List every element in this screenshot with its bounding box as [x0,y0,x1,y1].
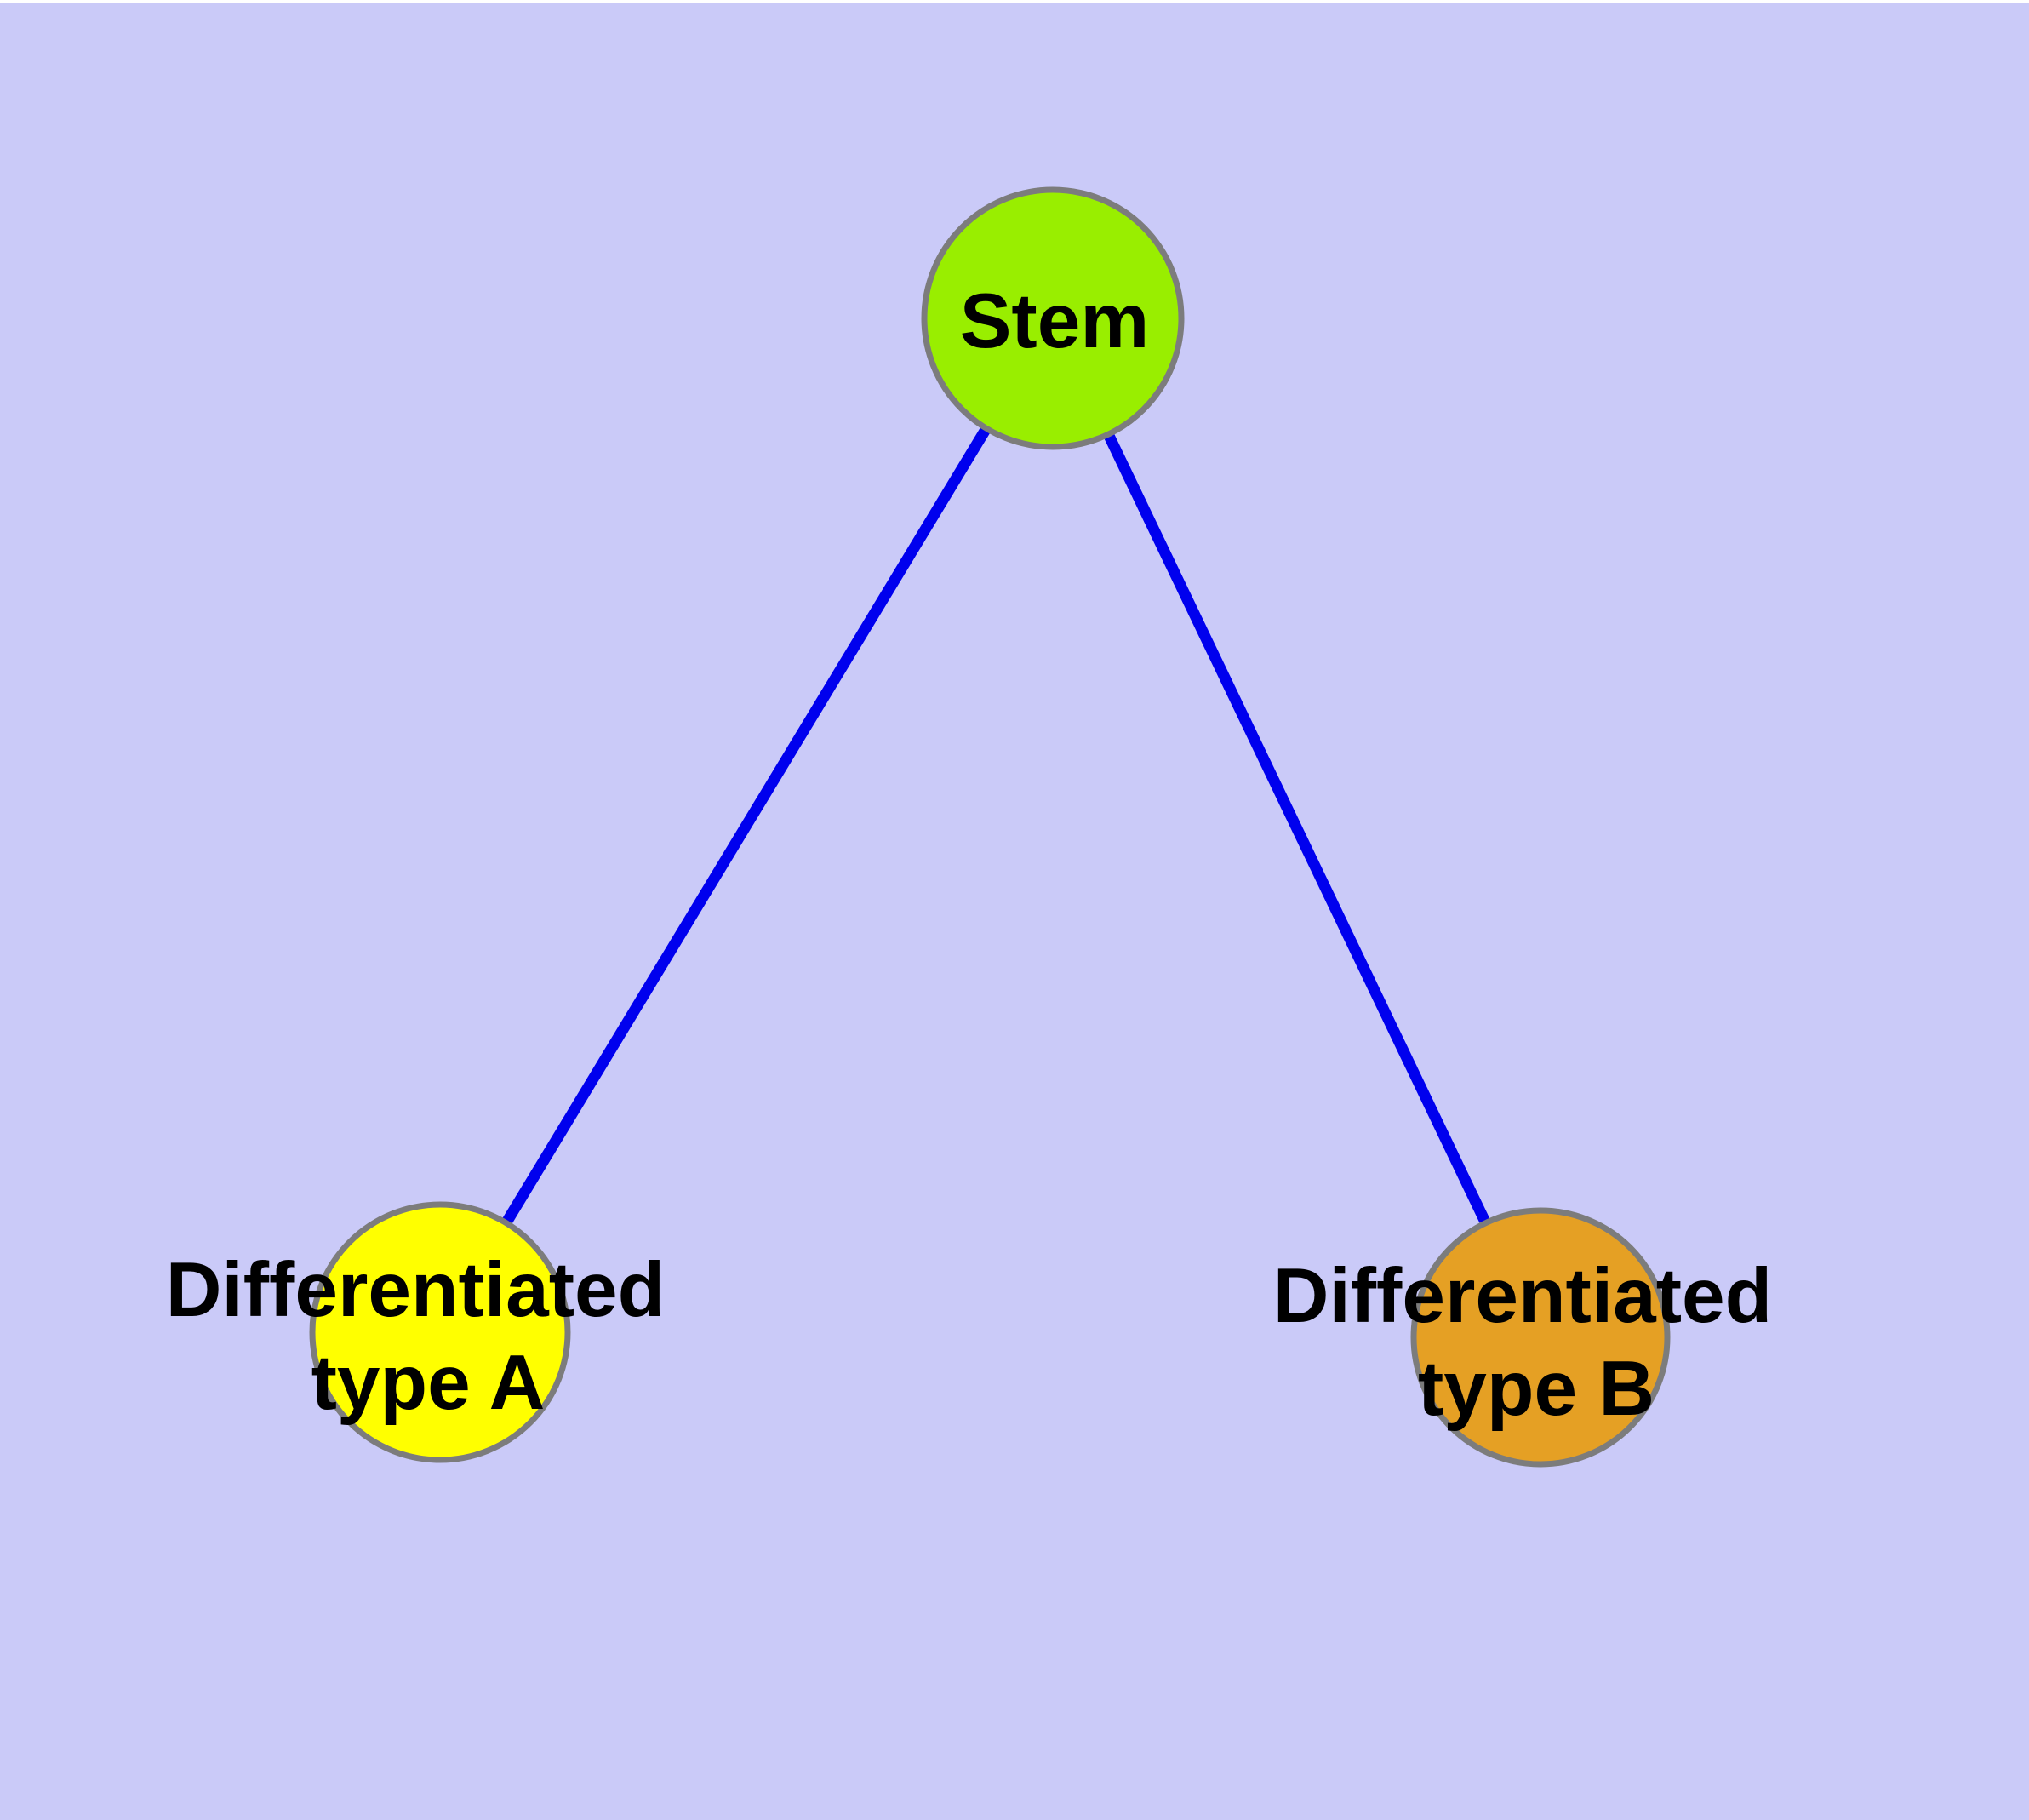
type-b-node-label-line2: type B [1418,1346,1655,1432]
type-b-node-label-line1: Differentiated [1273,1253,1773,1339]
stem-node-label: Stem [960,278,1150,364]
stem-node [921,186,1185,450]
node-labels: Stem Differentiated type A Differentiate… [166,278,1773,1432]
type-b-node [1410,1207,1671,1468]
edge-stem-to-type-a [435,315,1058,1336]
type-a-node [309,1201,571,1463]
top-edge-strip [0,0,2029,3]
type-a-node-label-line1: Differentiated [166,1247,666,1333]
edge-stem-to-type-b [1048,316,1546,1340]
type-a-node-label-line2: type A [311,1340,546,1426]
